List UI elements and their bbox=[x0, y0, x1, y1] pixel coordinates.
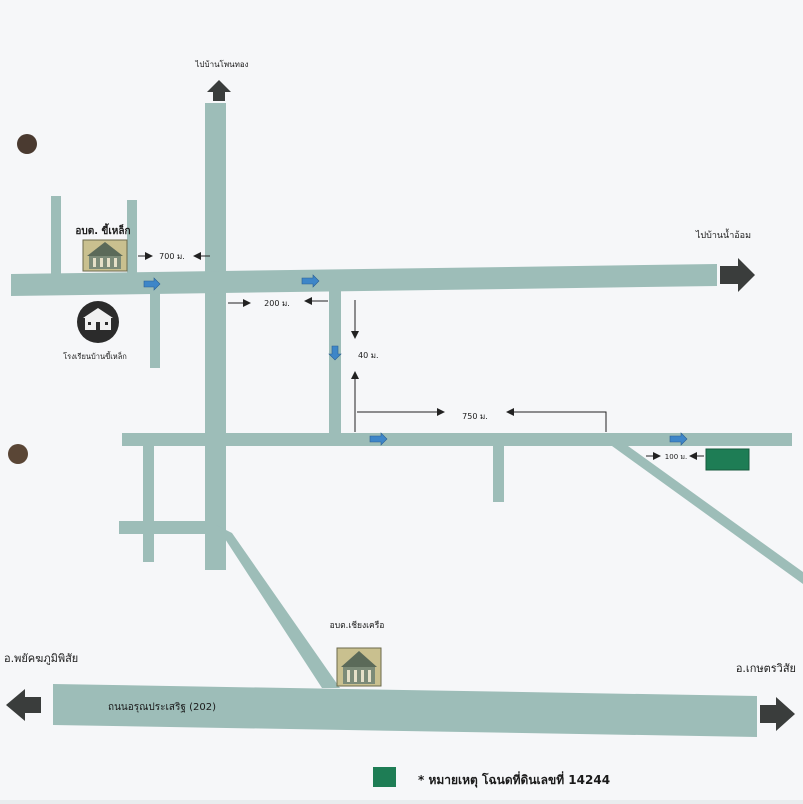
legend-swatch bbox=[373, 767, 396, 787]
exit-arrow-west bbox=[6, 689, 41, 721]
land-plot-marker bbox=[705, 448, 750, 471]
label-to-east-bottom: อ.เกษตรวิสัย bbox=[736, 662, 796, 675]
distance-700: 700 ม. bbox=[159, 252, 185, 261]
government-building-icon bbox=[336, 647, 382, 687]
distance-750: 750 ม. bbox=[462, 412, 488, 421]
exit-arrows bbox=[6, 80, 795, 731]
road-stub-c bbox=[493, 446, 504, 502]
road-left-vertical-c bbox=[150, 292, 160, 368]
label-to-north: ไปบ้านโพนทอง bbox=[194, 59, 248, 69]
road-north-south bbox=[205, 103, 226, 570]
road-left-vertical-a bbox=[51, 196, 61, 274]
road-network bbox=[11, 103, 803, 737]
punch-hole bbox=[8, 444, 28, 464]
distance-200: 200 ม. bbox=[264, 299, 290, 308]
distance-markers bbox=[138, 252, 704, 460]
flow-arrows bbox=[143, 274, 688, 446]
road-middle-east-west bbox=[122, 433, 792, 446]
label-obt-top: อบต. ขี้เหล็ก bbox=[75, 223, 130, 237]
label-school: โรงเรียนบ้านขี้เหล็ก bbox=[63, 351, 127, 361]
distance-100: 100 ม. bbox=[665, 453, 687, 461]
map-labels: ไปบ้านโพนทอง ไปบ้านน้ำอ้อม อบต. ขี้เหล็ก… bbox=[4, 59, 796, 713]
school-icon bbox=[77, 301, 119, 343]
flow-arrow bbox=[369, 432, 388, 446]
label-to-east: ไปบ้านน้ำอ้อม bbox=[695, 228, 751, 241]
road-left-vertical-b bbox=[127, 200, 137, 274]
flow-arrow bbox=[301, 274, 320, 288]
road-diagonal-right bbox=[612, 446, 803, 584]
label-obt-bottom: อบต.เชียงเครือ bbox=[330, 620, 385, 631]
label-road-main: ถนนอรุณประเสริฐ (202) bbox=[108, 702, 216, 713]
punch-hole bbox=[17, 134, 37, 154]
flow-arrow bbox=[328, 345, 342, 361]
exit-arrow-east-bottom bbox=[760, 697, 795, 731]
road-top-east-west bbox=[11, 264, 717, 296]
flow-arrow bbox=[143, 277, 161, 291]
road-diagonal-to-highway bbox=[216, 525, 340, 688]
dim-line-750-right bbox=[506, 408, 607, 432]
road-stub-a bbox=[143, 446, 154, 562]
road-highway-202 bbox=[53, 684, 757, 737]
government-building-icon bbox=[82, 239, 128, 272]
label-to-west: อ.พยัคฆภูมิพิสัย bbox=[4, 652, 78, 665]
exit-arrow-east bbox=[720, 258, 755, 292]
legend-text: * หมายเหตุ โฉนดที่ดินเลขที่ 14244 bbox=[418, 771, 610, 788]
flow-arrow bbox=[669, 432, 688, 446]
road-connector bbox=[329, 288, 341, 434]
road-stub-b bbox=[119, 521, 205, 534]
distance-40: 40 ม. bbox=[358, 351, 379, 360]
exit-arrow-north bbox=[207, 80, 231, 101]
